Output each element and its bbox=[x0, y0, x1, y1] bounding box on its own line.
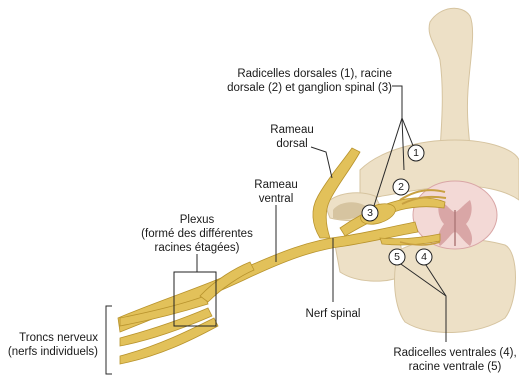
plexus-upper-branch bbox=[200, 262, 254, 302]
svg-text:4: 4 bbox=[421, 251, 427, 263]
label-troncs-nerveux-line2: (nerfs individuels) bbox=[8, 346, 98, 358]
troncs-bracket bbox=[106, 306, 112, 374]
spinous-process bbox=[429, 8, 473, 150]
label-rameau-dorsal-line2: dorsal bbox=[276, 138, 307, 150]
label-radicelles-dorsales-line2: dorsale (2) et ganglion spinal (3) bbox=[227, 82, 392, 94]
label-nerf-spinal: Nerf spinal bbox=[306, 308, 361, 320]
marker-2: 2 bbox=[393, 179, 409, 195]
svg-text:5: 5 bbox=[394, 251, 400, 263]
label-plexus-line3: racines étagées) bbox=[154, 242, 239, 254]
vertebral-body bbox=[395, 239, 516, 333]
marker-3: 3 bbox=[362, 205, 378, 221]
label-plexus-line1: Plexus bbox=[180, 214, 215, 226]
marker-1: 1 bbox=[408, 145, 424, 161]
label-rameau-dorsal-line1: Rameau bbox=[270, 124, 313, 136]
svg-text:3: 3 bbox=[367, 207, 373, 219]
marker-5: 5 bbox=[389, 249, 405, 265]
marker-4: 4 bbox=[416, 249, 432, 265]
label-plexus-line2: (formé des différentes bbox=[141, 228, 253, 240]
label-radicelles-dorsales-line1: Radicelles dorsales (1), racine bbox=[237, 68, 392, 80]
label-radicelles-ventrales-line2: racine ventrale (5) bbox=[409, 361, 502, 373]
svg-text:1: 1 bbox=[413, 147, 419, 159]
svg-text:2: 2 bbox=[398, 181, 404, 193]
label-troncs-nerveux-line1: Troncs nerveux bbox=[19, 332, 98, 344]
label-radicelles-ventrales-line1: Radicelles ventrales (4), bbox=[393, 347, 516, 359]
label-rameau-ventral-line1: Rameau bbox=[254, 179, 297, 191]
leader-rameau-dorsal bbox=[311, 147, 332, 178]
label-rameau-ventral-line2: ventral bbox=[259, 193, 294, 205]
